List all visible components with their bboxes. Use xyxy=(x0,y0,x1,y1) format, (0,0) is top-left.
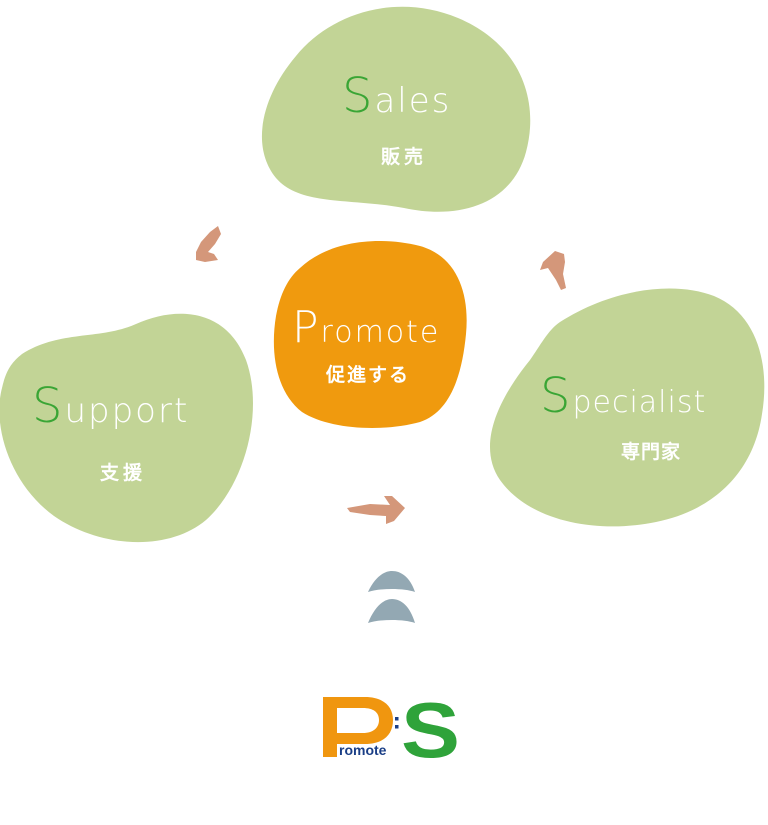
support-blob xyxy=(0,313,253,542)
promote-subtitle: 促進する xyxy=(326,364,411,386)
ps-logo: S xyxy=(323,686,460,774)
sales-rest: ales xyxy=(374,81,452,121)
specialist-subtitle: 専門家 xyxy=(621,441,682,463)
support-initial: S xyxy=(32,378,65,434)
sales-blob xyxy=(261,6,531,212)
promote-initial: P xyxy=(292,302,321,353)
arrow-icon xyxy=(196,226,221,262)
support-subtitle: 支援 xyxy=(100,462,147,484)
sales-initial: S xyxy=(342,68,375,124)
logo-promote-text: romote xyxy=(339,742,387,758)
promote-rest: romote xyxy=(320,315,441,350)
sales-title: Sales xyxy=(342,72,451,120)
specialist-rest: pecialist xyxy=(572,385,707,420)
logo-colon-dot xyxy=(395,717,399,721)
double-chevron-up-icon xyxy=(368,571,415,623)
promote-center-blob xyxy=(273,241,467,428)
support-rest: upport xyxy=(64,391,190,431)
arrow-icon xyxy=(540,251,566,290)
specialist-title: Specialist xyxy=(540,372,706,420)
sales-subtitle: 販売 xyxy=(381,146,428,168)
logo-colon-dot xyxy=(395,725,399,729)
arrow-icon xyxy=(347,496,405,524)
specialist-blob xyxy=(490,288,765,527)
logo-letter-p xyxy=(323,697,393,757)
support-title: Support xyxy=(32,382,189,430)
logo-letter-s: S xyxy=(401,686,460,774)
promote-title: Promote xyxy=(292,306,440,350)
specialist-initial: S xyxy=(540,368,573,424)
